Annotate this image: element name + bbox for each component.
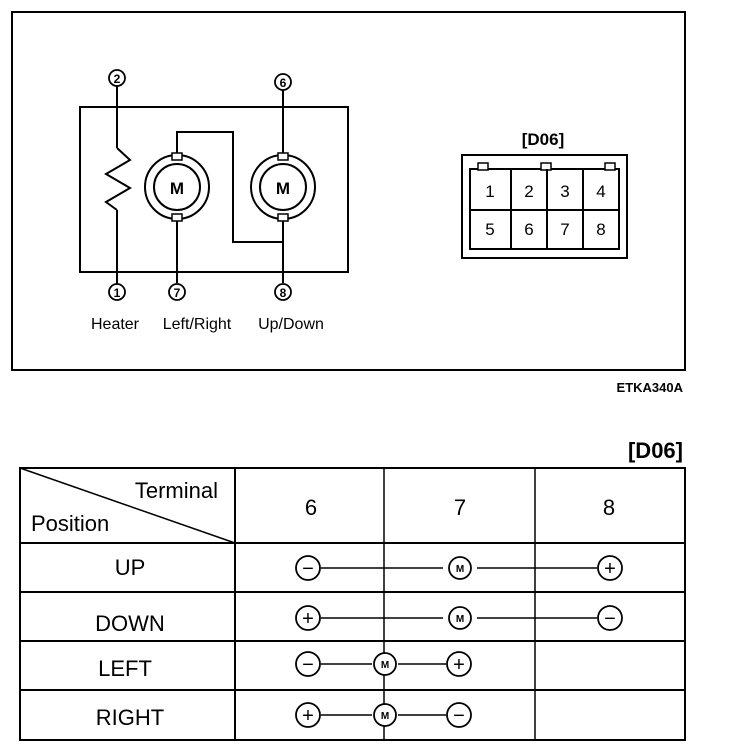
minus-terminal-icon — [295, 555, 321, 581]
plus-terminal-icon — [295, 702, 321, 728]
connector-d06: 1 2 3 4 5 6 7 8 — [461, 154, 628, 259]
position-left: LEFT — [98, 656, 152, 681]
svg-text:−: − — [302, 654, 314, 676]
pin-1: 1 — [108, 283, 126, 301]
motor-icon — [448, 606, 472, 630]
row-left-connection: − M + — [295, 651, 472, 677]
row-right-connection: + M − — [295, 702, 472, 728]
svg-text:6: 6 — [280, 76, 287, 90]
connector-pin: 3 — [560, 182, 569, 201]
svg-text:1: 1 — [114, 286, 121, 300]
connector-pin: 5 — [485, 220, 494, 239]
left-right-label: Left/Right — [163, 316, 232, 333]
minus-terminal-icon — [446, 702, 472, 728]
connector-latch — [540, 162, 552, 171]
svg-text:M: M — [456, 564, 464, 575]
pin-6: 6 — [274, 73, 292, 91]
header-position: Position — [31, 511, 109, 536]
connector-latch — [604, 162, 616, 171]
position-up: UP — [115, 555, 146, 580]
header-diagonal — [19, 467, 236, 544]
pin-2: 2 — [108, 69, 126, 87]
left-right-circuit — [176, 131, 283, 283]
svg-text:8: 8 — [280, 286, 287, 300]
connector-title: [D06] — [522, 130, 565, 149]
motor-symbol: M — [276, 179, 290, 198]
up-down-motor: M — [250, 152, 316, 222]
header-terminal: Terminal — [135, 478, 218, 503]
svg-text:+: + — [453, 654, 465, 676]
terminal-header-7: 7 — [454, 495, 466, 520]
minus-terminal-icon — [295, 651, 321, 677]
connector-pin: 2 — [524, 182, 533, 201]
figure-code: ETKA340A — [617, 380, 684, 395]
table-title: [D06] — [628, 438, 683, 463]
pin-8: 8 — [274, 283, 292, 301]
heater-circuit — [104, 86, 132, 284]
connector-pin: 1 — [485, 182, 494, 201]
terminal-header-6: 6 — [305, 495, 317, 520]
terminal-table — [19, 467, 686, 741]
minus-terminal-icon — [597, 605, 623, 631]
svg-text:+: + — [302, 608, 314, 630]
svg-text:M: M — [456, 614, 464, 625]
row-down-connection: + M − — [295, 605, 623, 631]
motor-icon — [373, 703, 397, 727]
svg-text:−: − — [302, 558, 314, 580]
plus-terminal-icon — [446, 651, 472, 677]
motor-symbol: M — [170, 179, 184, 198]
svg-text:+: + — [302, 705, 314, 727]
connector-pin: 6 — [524, 220, 533, 239]
svg-text:7: 7 — [174, 286, 181, 300]
svg-text:M: M — [381, 711, 389, 722]
figure-frame — [11, 11, 686, 371]
row-up-connection: − M + — [295, 555, 623, 581]
position-down: DOWN — [95, 611, 165, 636]
plus-terminal-icon — [597, 555, 623, 581]
up-down-label: Up/Down — [258, 316, 324, 333]
component-box — [79, 106, 349, 273]
connector-pin: 8 — [596, 220, 605, 239]
left-right-motor: M — [144, 152, 210, 222]
connector-pin: 7 — [560, 220, 569, 239]
heater-resistor — [104, 147, 132, 211]
plus-terminal-icon — [295, 605, 321, 631]
motor-icon — [448, 556, 472, 580]
position-right: RIGHT — [96, 705, 164, 730]
heater-label: Heater — [91, 316, 140, 333]
terminal-header-8: 8 — [603, 495, 615, 520]
svg-text:−: − — [453, 705, 465, 727]
svg-text:M: M — [381, 660, 389, 671]
connector-pin: 4 — [596, 182, 605, 201]
connector-latch — [477, 162, 489, 171]
motor-icon — [373, 652, 397, 676]
svg-text:+: + — [604, 558, 616, 580]
pin-7: 7 — [168, 283, 186, 301]
svg-text:−: − — [604, 608, 616, 630]
svg-text:2: 2 — [114, 72, 121, 86]
